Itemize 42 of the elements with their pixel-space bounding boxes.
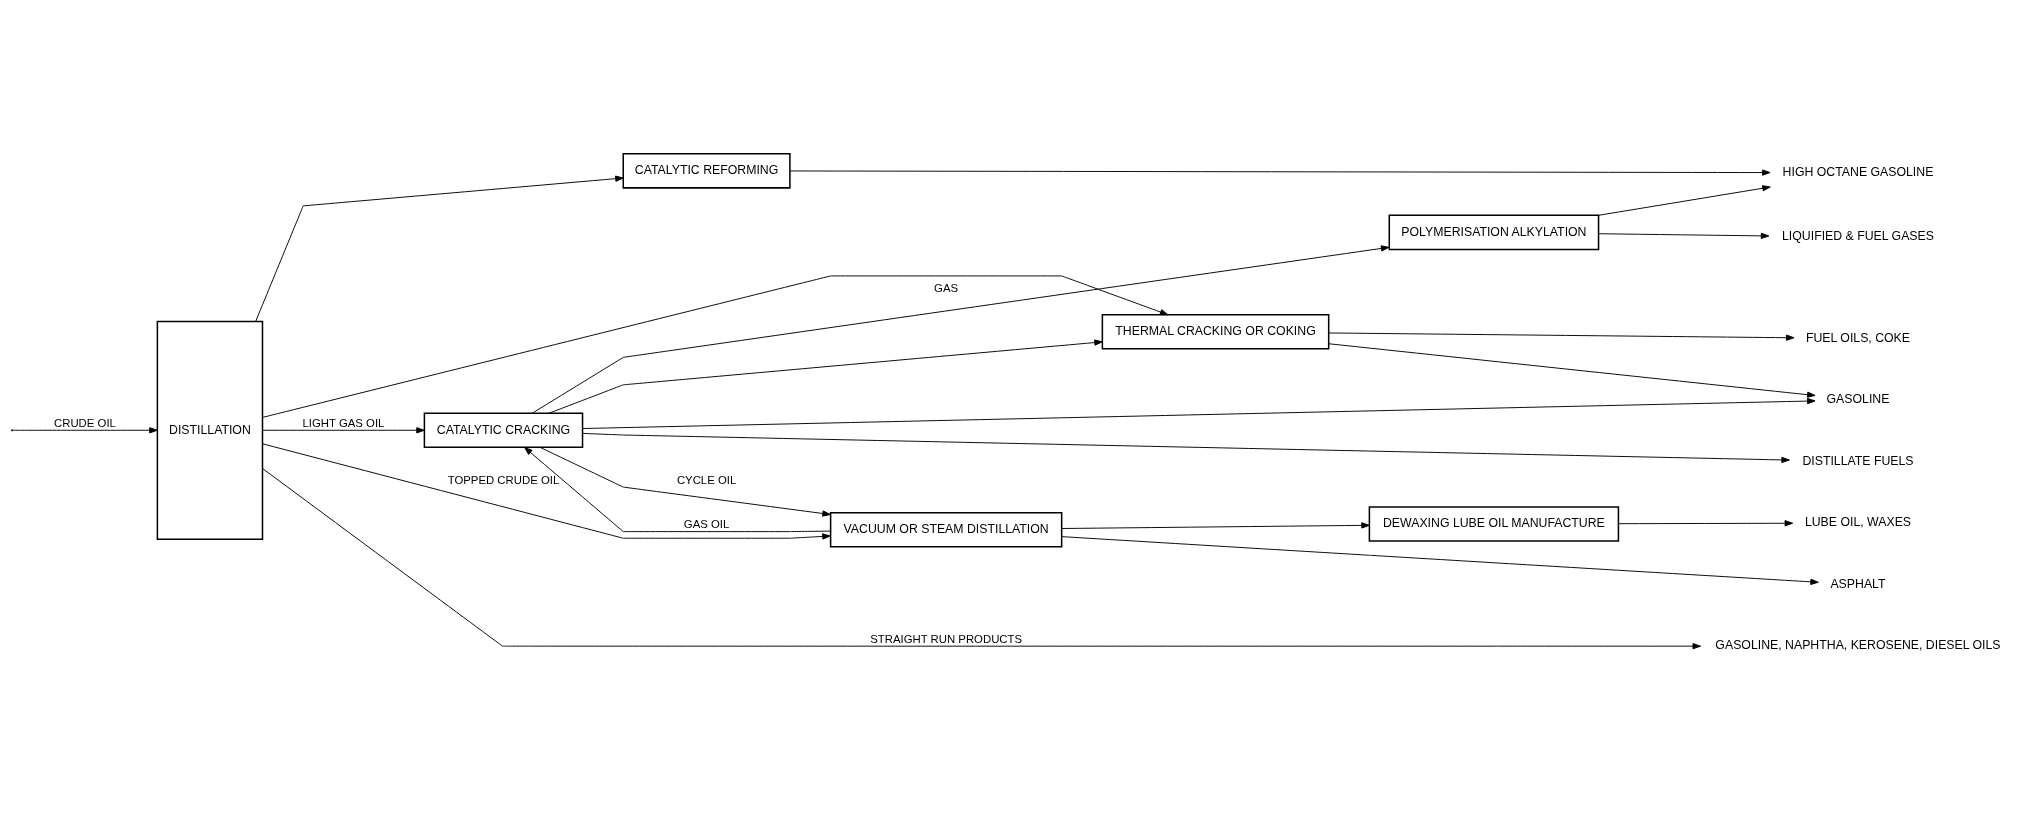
edge-label: CYCLE OIL [676, 473, 737, 486]
node-box: POLYMERISATION ALKYLATION [1388, 214, 1600, 250]
node-text: FUEL OILS, COKE [1805, 330, 1911, 345]
edge-label: TOPPED CRUDE OIL [447, 473, 560, 486]
edge-label: LIGHT GAS OIL [302, 416, 385, 429]
node-box: DEWAXING LUBE OIL MANUFACTURE [1368, 505, 1620, 542]
arrow [548, 338, 1103, 414]
arrow [1618, 519, 1794, 526]
arrow [1061, 535, 1819, 585]
arrow [12, 426, 158, 433]
node-box: CATALYTIC CRACKING [423, 411, 584, 448]
arrow [262, 274, 1169, 418]
arrow [789, 168, 1771, 176]
node-text: ASPHALT [1830, 576, 1886, 591]
node-text: HIGH OCTANE GASOLINE [1782, 164, 1934, 179]
arrow [255, 175, 624, 322]
arrow [262, 467, 1702, 649]
arrow [262, 442, 831, 540]
arrow [1061, 521, 1370, 529]
arrow [1598, 232, 1770, 239]
node-box: DISTILLATION [156, 320, 264, 540]
arrow [1328, 332, 1795, 341]
node-text: DISTILLATE FUELS [1802, 453, 1914, 468]
arrow [582, 432, 1790, 463]
arrow [262, 426, 425, 433]
node-box: VACUUM OR STEAM DISTILLATION [829, 511, 1063, 547]
edge-label: CRUDE OIL [54, 416, 116, 429]
arrow [524, 446, 831, 532]
edge-label: STRAIGHT RUN PRODUCTS [870, 632, 1023, 645]
node-text: LUBE OIL, WAXES [1804, 514, 1912, 529]
node-text: GASOLINE, NAPHTHA, KEROSENE, DIESEL OILS [1715, 637, 2001, 652]
node-text: LIQUIFIED & FUEL GASES [1782, 228, 1934, 243]
node-text: GASOLINE [1826, 391, 1890, 406]
arrow [531, 244, 1390, 414]
arrow [582, 397, 1816, 429]
node-box: CATALYTIC REFORMING [622, 152, 791, 189]
arrow [539, 446, 831, 517]
node-box: THERMAL CRACKING OR COKING [1101, 313, 1330, 350]
arrow [1597, 184, 1771, 216]
edge-label: GAS [934, 281, 959, 294]
arrow [1328, 342, 1816, 398]
edge-label: GAS OIL [683, 517, 730, 530]
